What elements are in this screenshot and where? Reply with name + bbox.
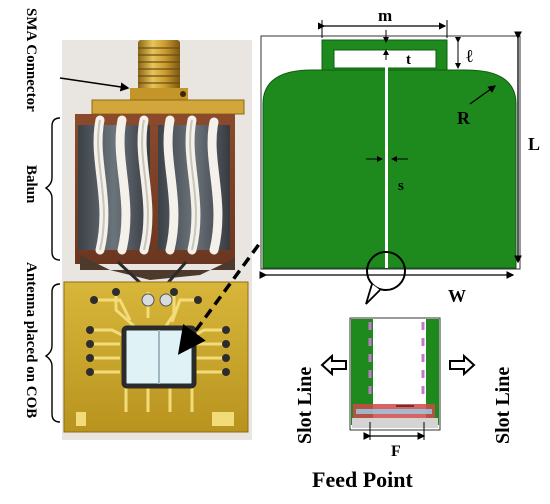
sma-pointer-arrow xyxy=(59,77,130,92)
zoom-circle xyxy=(366,251,406,291)
photo-annotations: SMA Connector Balun Antenna placed on CO… xyxy=(23,8,130,423)
antenna-center-slot xyxy=(385,50,388,268)
sma-connector-image xyxy=(91,40,245,115)
antenna-diagram: m t ℓ R L s W xyxy=(259,6,540,306)
feed-detail: F Slot Line Slot Line Feed Point xyxy=(294,317,514,492)
slot-right-arrow xyxy=(449,353,476,377)
slot-line-left-label: Slot Line xyxy=(294,367,316,444)
zoom-callout-tail xyxy=(365,283,381,305)
antenna-bracket xyxy=(44,283,61,423)
dimension-s-label: s xyxy=(398,178,404,194)
dimension-l-label: ℓ xyxy=(466,46,473,66)
balun-image xyxy=(75,114,235,294)
balun-bracket xyxy=(44,117,61,261)
dimension-r-label: R xyxy=(457,108,471,128)
cob-board-image xyxy=(63,281,249,433)
slot-left-arrow xyxy=(320,353,347,377)
dimension-L-label: L xyxy=(528,134,540,154)
antenna-radiator xyxy=(262,69,517,269)
dimension-f-label: F xyxy=(391,443,401,460)
sma-connector-label: SMA Connector xyxy=(23,8,39,112)
antenna-cob-label: Antenna placed on COB xyxy=(23,262,39,418)
balun-label: Balun xyxy=(23,165,39,204)
dimension-t-label: t xyxy=(406,52,411,68)
dimension-m-label: m xyxy=(378,6,392,25)
feed-left-strip xyxy=(351,319,373,425)
dimension-w-label: W xyxy=(448,286,466,306)
device-photo xyxy=(62,40,270,440)
feed-gray-base xyxy=(352,418,438,428)
slot-line-right-label: Slot Line xyxy=(492,367,514,444)
dashed-connector-arrow xyxy=(177,230,270,355)
feed-point-label: Feed Point xyxy=(312,467,413,492)
feed-right-strip xyxy=(426,319,439,425)
